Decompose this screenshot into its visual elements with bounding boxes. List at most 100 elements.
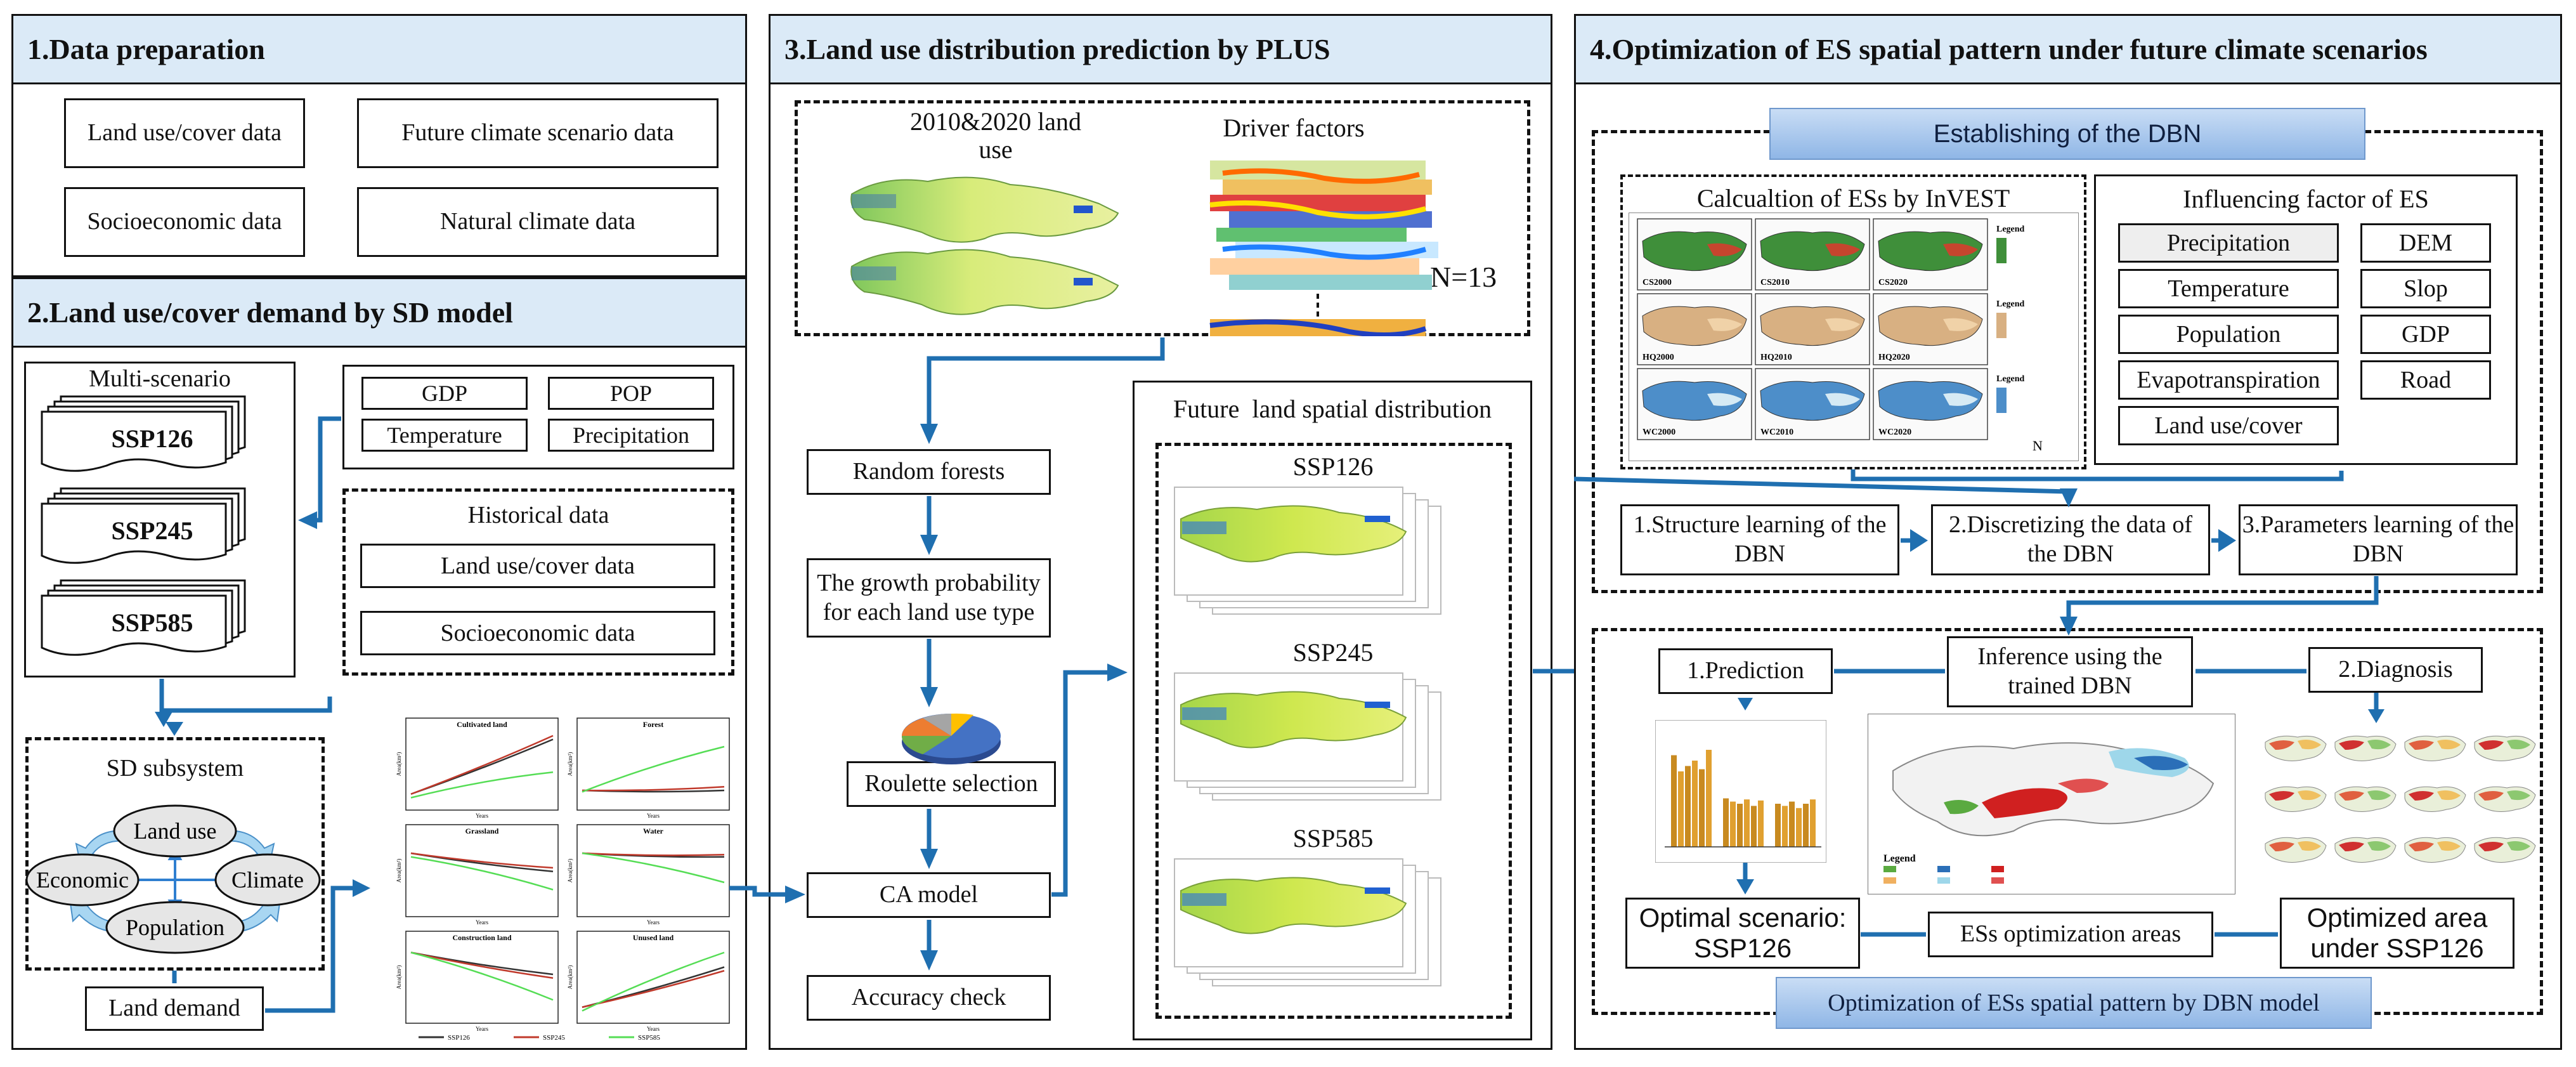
factor-precipitation: Precipitation (548, 419, 714, 452)
demand-chart-xlabel: Years (647, 919, 660, 926)
sd-node-economic (25, 853, 140, 907)
es-map-label: HQ2000 (1643, 353, 1674, 362)
es-map-cell: CS2010 (1755, 218, 1870, 291)
demand-chart-frame (576, 931, 730, 1024)
land-use-map-2010 (850, 176, 1119, 243)
es-map-cell: WC2000 (1637, 368, 1752, 440)
prediction-bar (1685, 766, 1691, 847)
prediction-bar (1699, 769, 1705, 847)
es-map-cell: HQ2020 (1873, 293, 1988, 365)
prediction-bar (1678, 771, 1684, 847)
legend-label: SSP245 (543, 1034, 565, 1042)
data-item-natural-climate: Natural climate data (357, 187, 719, 257)
future-label-ssp245: SSP245 (1292, 638, 1374, 667)
factor-slop-es: Slop (2360, 269, 2491, 308)
driver-factor-maps (1209, 160, 1438, 336)
legend-label: SSP585 (638, 1034, 660, 1042)
invest-box: Calcualtion of ESs by InVEST (1620, 174, 2086, 469)
factor-gdp: GDP (361, 377, 528, 410)
prediction-bar (1803, 804, 1809, 847)
prediction-bar-chart (1655, 720, 1826, 863)
step-roulette-selection: Roulette selection (847, 761, 1056, 807)
demand-chart-title: Construction land (452, 933, 511, 942)
prediction-bar (1810, 799, 1816, 847)
es-map-label: WC2020 (1878, 428, 1911, 437)
demand-chart-frame (576, 824, 730, 917)
future-label-ssp126: SSP126 (1292, 452, 1374, 481)
demand-series-line (582, 852, 725, 884)
land-use-map-2020 (850, 249, 1119, 315)
sd-node-population (105, 901, 245, 954)
prediction-box: 1.Prediction (1658, 648, 1833, 694)
es-legend-label: Legend (1996, 374, 2025, 384)
prediction-bar (1723, 798, 1729, 847)
es-map-cell: CS2000 (1637, 218, 1752, 291)
diagnosis-map-cell (2474, 735, 2536, 761)
optimization-area-map: Legend (1868, 714, 2235, 894)
driver-factors-label: Driver factors (1223, 114, 1365, 142)
es-map-cell: HQ2000 (1637, 293, 1752, 365)
factor-evapotranspiration-es: Evapotranspiration (2118, 360, 2339, 400)
panel1-title: 1.Data preparation (13, 16, 745, 84)
historical-land-use: Land use/cover data (360, 544, 715, 588)
demand-series-line (410, 952, 554, 1001)
demand-chart-title: Water (643, 827, 664, 835)
scenario-stacks (41, 395, 246, 656)
input-maps (850, 160, 1438, 336)
sd-subsystem-title: SD subsystem (106, 755, 244, 782)
factor-road-es: Road (2360, 360, 2491, 400)
es-map-label: CS2020 (1878, 278, 1908, 287)
es-map-cell: WC2020 (1873, 368, 1988, 440)
scenario-label-ssp245: SSP245 (111, 516, 193, 545)
panel-data-preparation: 1.Data preparation Land use/cover data F… (11, 14, 747, 277)
step-growth-probability: The growth probability for each land use… (807, 558, 1051, 638)
prediction-bar (1758, 800, 1764, 847)
optimal-scenario-box: Optimal scenario: SSP126 (1625, 898, 1860, 969)
dbn-establishing-head: Establishing of the DBN (1769, 108, 2365, 160)
demand-chart-xlabel: Years (647, 813, 660, 819)
diagnosis-map-cell (2265, 735, 2327, 761)
factor-gdp-es: GDP (2360, 315, 2491, 354)
diagnosis-map-cell (2334, 786, 2397, 812)
scenario-stack-2 (41, 487, 246, 564)
demand-series-line (410, 852, 554, 869)
es-map-cell: WC2010 (1755, 368, 1870, 440)
factor-dem-es: DEM (2360, 223, 2491, 263)
map-legend-label: Legend (1883, 853, 1916, 864)
future-maps-box (1155, 443, 1512, 1019)
es-map-label: CS2010 (1760, 278, 1790, 287)
future-label-ssp585: SSP585 (1292, 824, 1374, 853)
scenario-label-ssp585: SSP585 (111, 608, 193, 637)
prediction-bar (1796, 808, 1802, 847)
demand-chart-frame (405, 717, 559, 811)
es-map-cell: HQ2010 (1755, 293, 1870, 365)
future-distribution-title: Future land spatial distribution (1173, 395, 1492, 423)
es-optimization-areas-box: ESs optimization areas (1928, 912, 2213, 957)
land-use-label: 2010&2020 land use (910, 107, 1081, 164)
es-map-label: CS2000 (1643, 278, 1672, 287)
dbn-optimization-head: Optimization of ESs spatial pattern by D… (1776, 977, 2372, 1029)
sd-label-population: Population (126, 915, 224, 940)
scenario-stack-3 (41, 579, 246, 656)
diagnosis-map-cell (2404, 786, 2466, 812)
future-map-ssp585 (1174, 858, 1441, 986)
factor-temperature: Temperature (361, 419, 528, 452)
demand-chart-xlabel: Years (476, 919, 489, 926)
influencing-title: Influencing factor of ES (2183, 185, 2429, 213)
diagnosis-map-cell (2265, 837, 2327, 863)
sd-node-land-use (113, 804, 237, 858)
step-parameters-learning: 3.Parameters learning of the DBN (2239, 504, 2518, 575)
data-item-climate-scenario: Future climate scenario data (357, 98, 719, 168)
demand-chart-ylabel: Area(km²) (567, 966, 573, 990)
sd-label-climate: Climate (231, 867, 304, 893)
demand-chart-ylabel: Area(km²) (396, 966, 402, 990)
es-map-cell: CS2020 (1873, 218, 1988, 291)
historical-data-box: Historical data (342, 488, 734, 676)
